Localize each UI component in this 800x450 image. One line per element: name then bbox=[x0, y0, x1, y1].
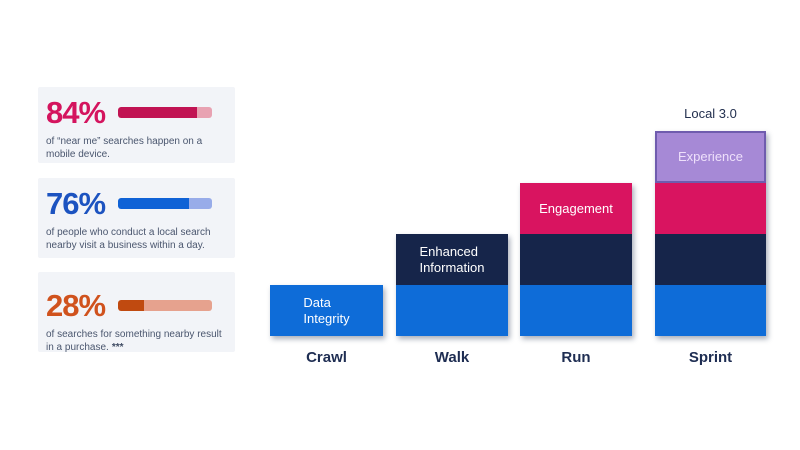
bar-segment-enhanced-information: Enhanced Information bbox=[396, 234, 508, 285]
stat-row: 76% bbox=[46, 188, 227, 219]
local-3-0-annotation: Local 3.0 bbox=[684, 106, 737, 121]
bar-segment-engagement bbox=[655, 183, 766, 234]
stat-row: 84% bbox=[46, 97, 227, 128]
stat-description: of “near me” searches happen on a mobile… bbox=[46, 136, 203, 161]
axis-label-walk: Walk bbox=[434, 349, 470, 366]
stat-progress-bar bbox=[118, 107, 212, 118]
bar-segment-data-integrity bbox=[655, 285, 766, 336]
stat-card-nearby-purchase: 28% of searches for something nearby res… bbox=[38, 272, 235, 354]
axis-label-run: Run bbox=[561, 349, 591, 366]
segment-label-data-integrity: Data Integrity bbox=[303, 294, 350, 326]
bar-column-run: Engagement bbox=[520, 183, 632, 336]
stat-card-near-me-searches: 84% of “near me” searches happen on a mo… bbox=[38, 87, 235, 163]
stat-progress-fill bbox=[118, 107, 197, 118]
bar-segment-enhanced-information bbox=[520, 234, 632, 285]
stat-value: 76% bbox=[46, 186, 106, 221]
bar-column-sprint: Experience bbox=[655, 131, 766, 336]
axis-label-crawl: Crawl bbox=[306, 349, 347, 366]
stat-row: 28% bbox=[46, 290, 227, 321]
stat-description: of people who conduct a local search nea… bbox=[46, 227, 211, 252]
bar-column-walk: Enhanced Information bbox=[396, 234, 508, 336]
stat-description: of searches for something nearby result … bbox=[46, 329, 222, 354]
bar-segment-engagement: Engagement bbox=[520, 183, 632, 234]
bar-segment-data-integrity bbox=[396, 285, 508, 336]
stat-value: 84% bbox=[46, 95, 106, 130]
axis-label-sprint: Sprint bbox=[688, 349, 733, 366]
stat-progress-fill bbox=[118, 198, 190, 209]
bar-segment-enhanced-information bbox=[655, 234, 766, 285]
bar-segment-data-integrity bbox=[520, 285, 632, 336]
segment-label-experience: Experience bbox=[677, 149, 744, 164]
segment-label-engagement: Engagement bbox=[539, 200, 613, 216]
stat-progress-bar bbox=[118, 300, 212, 311]
bar-column-crawl: Data Integrity bbox=[270, 285, 383, 336]
stat-value: 28% bbox=[46, 288, 106, 323]
stat-card-local-search-visits: 76% of people who conduct a local search… bbox=[38, 178, 235, 258]
bar-segment-data-integrity: Data Integrity bbox=[270, 285, 383, 336]
segment-label-enhanced-information: Enhanced Information bbox=[419, 243, 485, 275]
stat-progress-fill bbox=[118, 300, 145, 311]
stat-progress-bar bbox=[118, 198, 212, 209]
bar-segment-experience: Experience bbox=[655, 131, 766, 183]
